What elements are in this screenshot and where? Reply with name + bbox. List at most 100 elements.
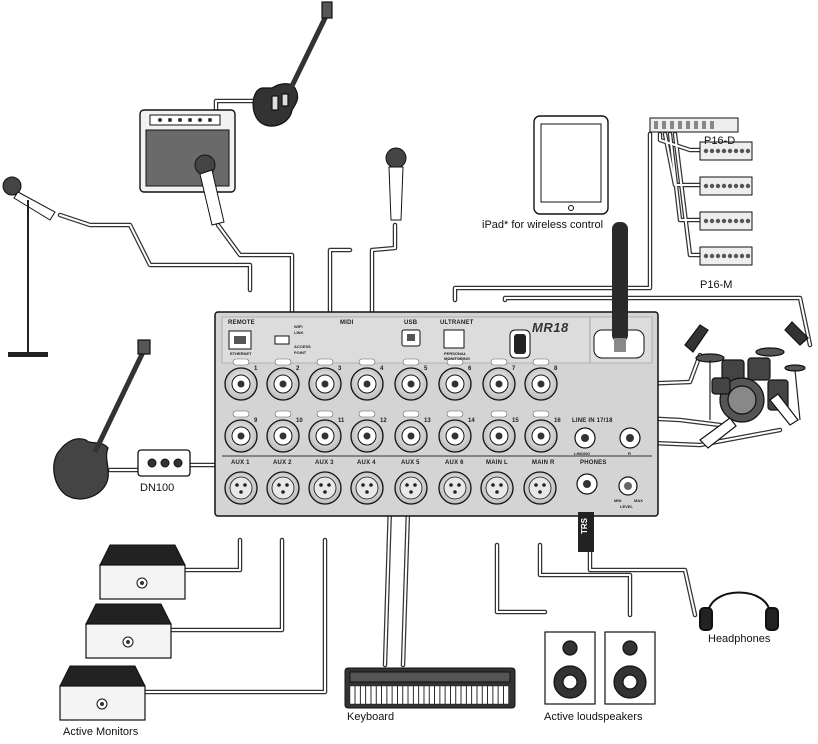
combo-jack	[482, 410, 516, 453]
active-loudspeakers-label: Active loudspeakers	[544, 711, 643, 723]
drum-kit	[684, 321, 809, 449]
combo-jack	[438, 410, 472, 453]
bass-guitar	[53, 339, 151, 500]
vocal-microphone	[385, 147, 407, 221]
combo-jack	[482, 358, 516, 401]
cables	[57, 98, 813, 695]
trs-connector	[578, 512, 594, 552]
channel-number: 16	[554, 418, 561, 424]
p16-m-unit	[699, 211, 753, 231]
aux-label: AUX 4	[357, 460, 376, 466]
min-label: MIN	[614, 498, 622, 503]
xlr-output-jack	[394, 471, 428, 505]
combo-jack	[224, 358, 258, 401]
combo-jack	[224, 410, 258, 453]
channel-number: 15	[512, 418, 519, 424]
cable-phones	[587, 537, 698, 618]
headphones-label: Headphones	[708, 633, 771, 645]
channel-number: 1	[254, 366, 258, 372]
main-r-label: MAIN R	[532, 460, 555, 466]
cable-main-r	[537, 542, 633, 618]
r-label: R	[628, 451, 631, 456]
trs-label: TRS	[580, 518, 589, 534]
l-mono-label: L/MONO	[574, 451, 590, 456]
channel-number: 9	[254, 418, 258, 424]
channel-number: 12	[380, 418, 387, 424]
channel-number: 6	[468, 366, 472, 372]
monitor-wedge	[59, 665, 146, 721]
remote-label: REMOTE	[228, 320, 255, 326]
combo-jack	[350, 410, 384, 453]
p16-m-unit	[699, 246, 753, 266]
combo-jack	[438, 358, 472, 401]
access-point-label-2: POINT	[294, 350, 307, 355]
aux-label: AUX 1	[231, 460, 250, 466]
xlr-output-jack	[480, 471, 514, 505]
xlr-output-jack	[224, 471, 258, 505]
ipad-label: iPad* for wireless control	[482, 219, 604, 231]
stand-microphone	[2, 176, 56, 357]
channel-number: 10	[296, 418, 303, 424]
ultranet-label: ULTRANET	[440, 320, 474, 326]
mixer-logo: MR18	[532, 320, 569, 335]
midi-label: MIDI	[340, 320, 354, 326]
xlr-output-jack	[438, 471, 472, 505]
electric-guitar	[252, 1, 333, 127]
channel-number: 4	[380, 366, 384, 372]
combo-jack	[308, 410, 342, 453]
xlr-output-jack	[523, 471, 557, 505]
monitor-wedge	[99, 544, 186, 600]
headphones-device	[699, 591, 779, 631]
channel-number: 13	[424, 418, 431, 424]
dn100-label: DN100	[140, 482, 175, 494]
combo-jack	[524, 410, 558, 453]
channel-number: 3	[338, 366, 342, 372]
channel-number: 5	[424, 366, 428, 372]
active-monitors	[59, 544, 186, 721]
p16m-label: P16-M	[700, 279, 733, 291]
combo-jacks	[224, 358, 558, 453]
phones-label: PHONES	[580, 460, 607, 466]
combo-jack	[524, 358, 558, 401]
amp-microphone	[194, 154, 225, 226]
output-jacks	[224, 471, 557, 505]
xlr-output-jack	[350, 471, 384, 505]
combo-jack	[394, 358, 428, 401]
channel-number: 14	[468, 418, 475, 424]
guitar-amp	[139, 109, 236, 193]
dn100-di-box	[137, 449, 191, 477]
aux-label: AUX 6	[445, 460, 464, 466]
monitor-wedge	[85, 603, 172, 659]
mixer-panel	[214, 311, 659, 517]
p16-m-unit	[699, 141, 753, 161]
cable-aux1	[182, 537, 243, 573]
access-point-label: ACCESS	[294, 344, 311, 349]
keyboard-label: Keyboard	[347, 711, 395, 723]
p16d-label: P16-D	[704, 135, 736, 147]
p16-d	[649, 117, 739, 133]
channel-number: 2	[296, 366, 300, 372]
combo-jack	[308, 358, 342, 401]
p16-m-unit	[699, 176, 753, 196]
aux-label: AUX 2	[273, 460, 292, 466]
max-label: MAX	[634, 498, 643, 503]
channel-number: 7	[512, 366, 516, 372]
xlr-output-jack	[266, 471, 300, 505]
aux-label: AUX 5	[401, 460, 420, 466]
aux-label: AUX 3	[315, 460, 334, 466]
ethernet-label: ETHERNET	[230, 351, 252, 356]
combo-jack	[266, 410, 300, 453]
keyboard-instrument	[344, 667, 516, 709]
combo-jack	[350, 358, 384, 401]
active-loudspeakers	[544, 631, 656, 705]
wifi-link-label-2: LINK	[294, 330, 304, 335]
ipad	[533, 115, 609, 215]
level-label: LEVEL	[620, 504, 633, 509]
p16-m-units	[699, 141, 753, 266]
combo-jack	[266, 358, 300, 401]
usb-label: USB	[404, 320, 418, 326]
channel-number: 8	[554, 366, 558, 372]
xlr-output-jack	[308, 471, 342, 505]
